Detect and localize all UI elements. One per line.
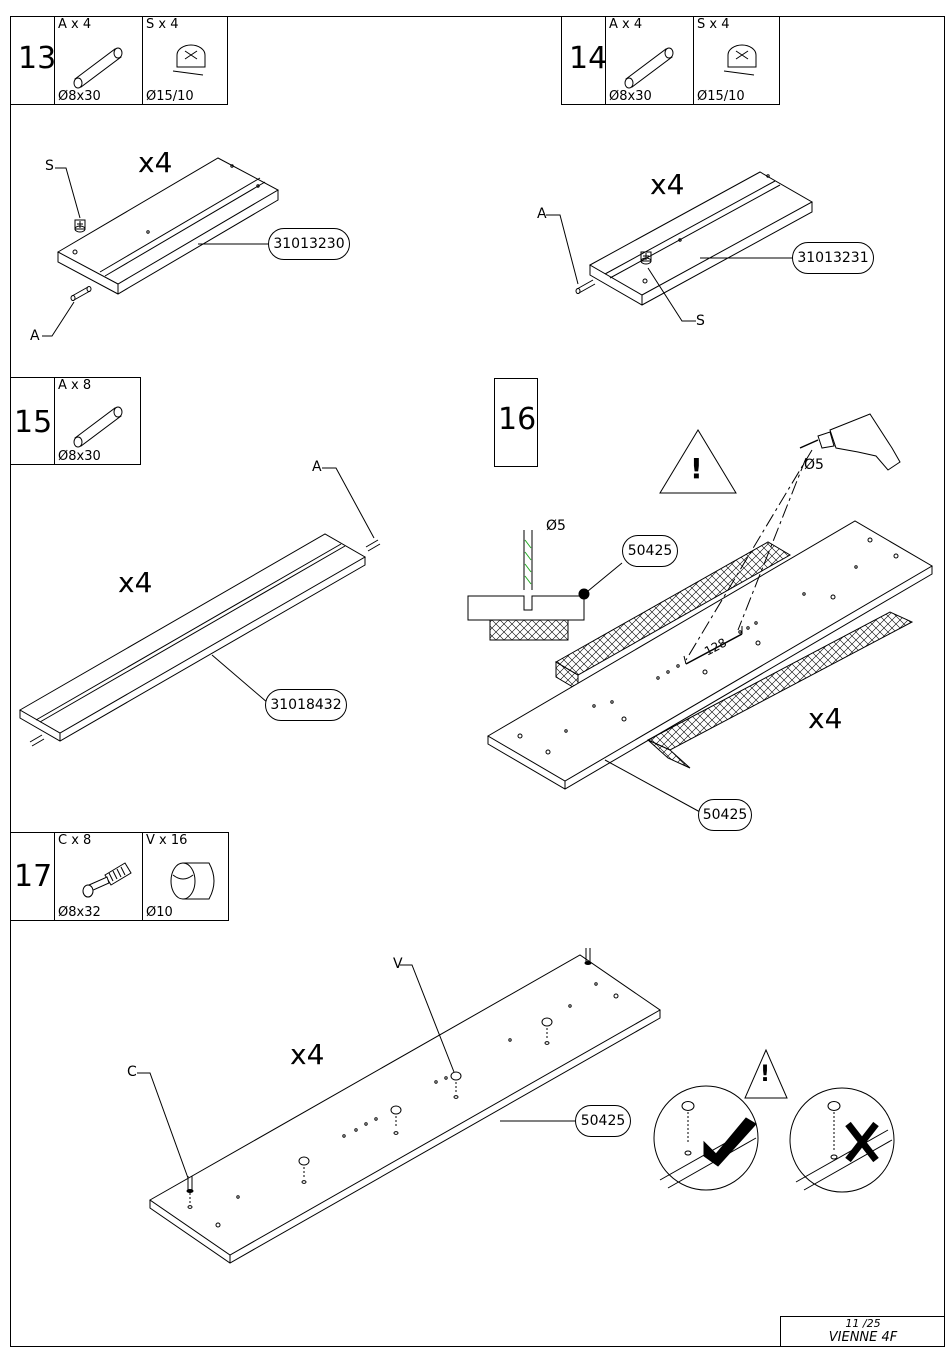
hardware-dim: Ø15/10 [146, 89, 194, 104]
board-50425 [487, 520, 933, 790]
cam-lock-icon [723, 44, 757, 76]
dowel-icon [624, 47, 674, 89]
part-label-31013231: 31013231 [792, 242, 874, 274]
warning-mark-16: ! [690, 452, 703, 485]
multiplier-14: x4 [650, 168, 685, 201]
page-frame [10, 16, 945, 1347]
dowel-a [70, 286, 92, 301]
dowel-icon [73, 406, 123, 448]
hardware-cell-c: C x 8 Ø8x32 [54, 833, 142, 920]
hardware-dim: Ø10 [146, 905, 173, 920]
multiplier-15: x4 [118, 566, 153, 599]
step-number: 15 [14, 405, 53, 440]
hardware-dim: Ø8x30 [58, 89, 101, 104]
callout-a: A [30, 328, 40, 344]
board-31013230 [56, 157, 280, 295]
board-31013231 [588, 171, 814, 306]
part-label-31013230: 31013230 [268, 228, 350, 260]
drill-icon [799, 413, 901, 471]
hardware-qty: C x 8 [58, 833, 92, 848]
callout-c: C [127, 1064, 137, 1080]
part-label-50425-17: 50425 [575, 1105, 631, 1137]
step-17-header: 17 C x 8 Ø8x32 V x 16 Ø10 [10, 832, 229, 921]
hardware-qty: A x 4 [58, 17, 92, 32]
cap-icon [170, 862, 215, 900]
step-13-header: 13 A x 4 Ø8x30 S x 4 Ø15/10 [10, 16, 228, 105]
multiplier-13: x4 [138, 146, 173, 179]
hardware-cell-s: S x 4 Ø15/10 [142, 17, 228, 104]
dowel-a-3 [29, 539, 381, 747]
warning-mark-17: ! [760, 1062, 771, 1087]
drill-size-label-detail: Ø5 [546, 518, 566, 534]
hardware-qty: A x 4 [609, 17, 643, 32]
callout-v: V [393, 956, 403, 972]
hardware-cell-v: V x 16 Ø10 [142, 833, 229, 920]
model-name: VIENNE 4F [828, 1330, 898, 1345]
step-15-header: 15 A x 8 Ø8x30 [10, 377, 141, 465]
step-number: 13 [18, 41, 57, 76]
support-blocks [555, 541, 914, 769]
hardware-cell-a: A x 8 Ø8x30 [54, 378, 141, 464]
callout-a: A [537, 206, 547, 222]
correct-example [653, 1085, 759, 1191]
step-14-header: 14 A x 4 Ø8x30 S x 4 Ø15/10 [561, 16, 780, 105]
step-number: 14 [569, 41, 608, 76]
page-number: 11 /25 [845, 1317, 881, 1330]
hardware-cell-a: A x 4 Ø8x30 [605, 17, 693, 104]
multiplier-17: x4 [290, 1038, 325, 1071]
cam-lock-s-2 [640, 251, 652, 265]
callout-s: S [45, 158, 54, 174]
warning-triangle-17 [744, 1048, 788, 1099]
drill-size-label: Ø5 [804, 457, 824, 473]
step-number: 17 [14, 859, 53, 894]
board-50425-17 [149, 954, 661, 1264]
hardware-qty: A x 8 [58, 378, 92, 393]
hardware-cell-a: A x 4 Ø8x30 [54, 17, 142, 104]
part-label-50425: 50425 [698, 799, 752, 831]
cam-lock-icon [172, 44, 206, 76]
cam-pins [186, 948, 592, 1209]
cam-lock-s [74, 219, 86, 233]
step-number: 16 [498, 402, 537, 437]
callout-s: S [696, 313, 705, 329]
dowel-icon [73, 47, 123, 89]
panel-31018432 [18, 533, 367, 742]
callout-a: A [312, 459, 322, 475]
detail-section [467, 530, 623, 641]
cam-pin-icon [82, 862, 132, 898]
hardware-dim: Ø8x32 [58, 905, 101, 920]
warning-triangle-16 [659, 429, 737, 494]
hardware-qty: S x 4 [697, 17, 730, 32]
multiplier-16: x4 [808, 702, 843, 735]
part-label-50425-detail: 50425 [622, 535, 678, 567]
hardware-dim: Ø8x30 [609, 89, 652, 104]
hardware-qty: S x 4 [146, 17, 179, 32]
step-16-header: 16 [494, 378, 538, 467]
hardware-dim: Ø8x30 [58, 449, 101, 464]
incorrect-example [789, 1087, 895, 1193]
hardware-cell-s: S x 4 Ø15/10 [693, 17, 780, 104]
page-footer: 11 /25 VIENNE 4F [780, 1316, 945, 1347]
dowel-a-2 [575, 279, 596, 294]
part-label-31018432: 31018432 [265, 689, 347, 721]
hardware-qty: V x 16 [146, 833, 188, 848]
hardware-dim: Ø15/10 [697, 89, 745, 104]
